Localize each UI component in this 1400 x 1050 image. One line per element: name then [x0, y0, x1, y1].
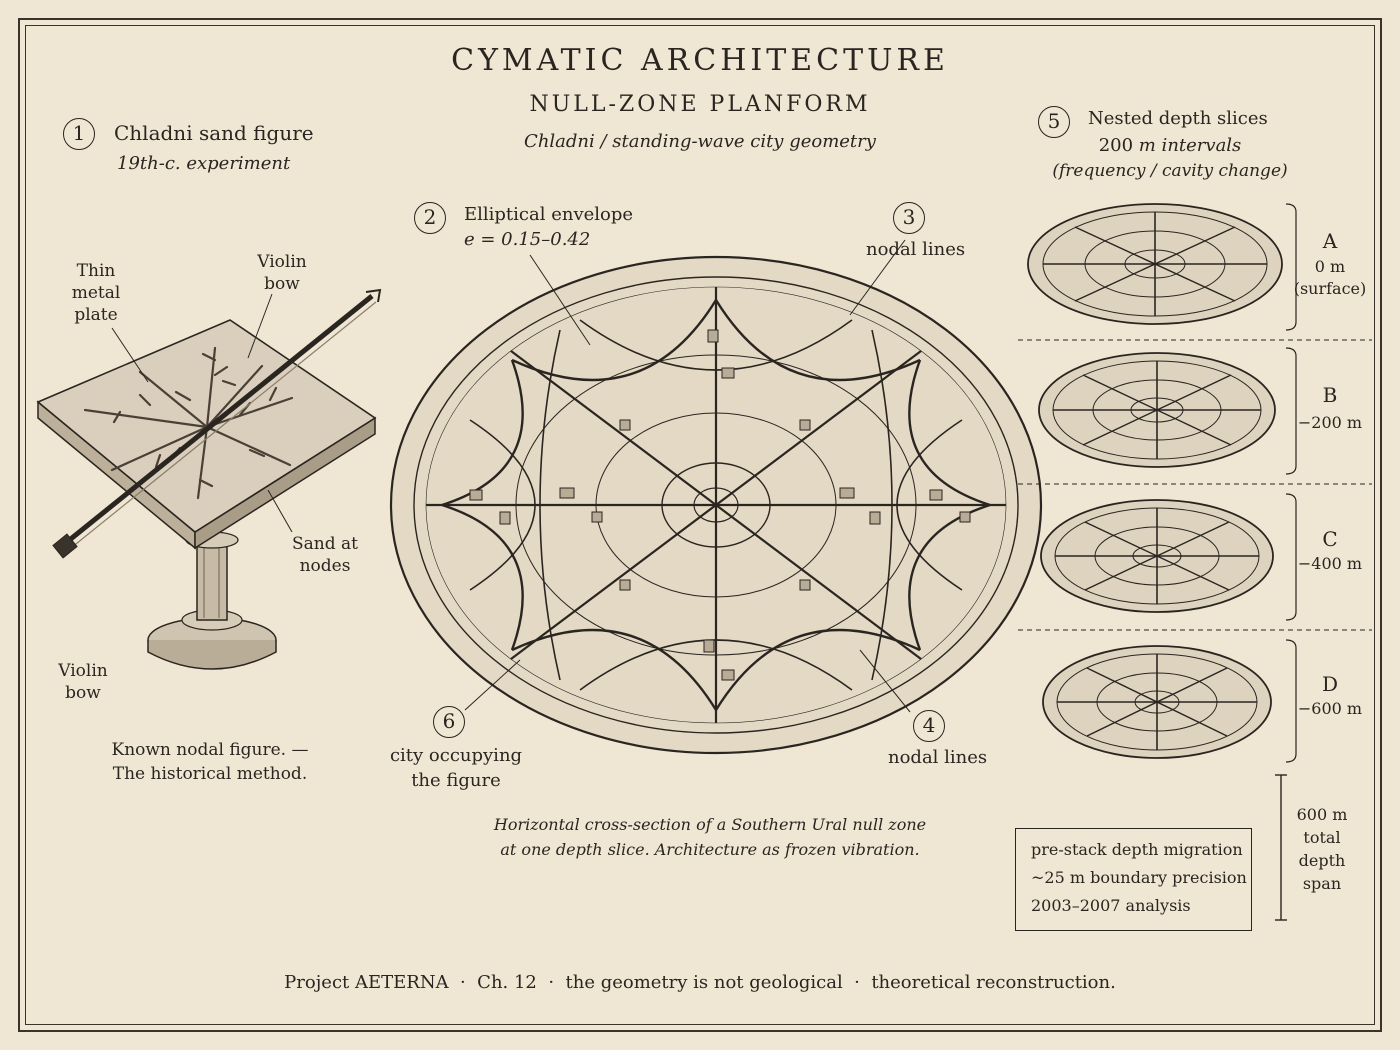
- slice-a: [1027, 203, 1283, 325]
- main-caption-2: at one depth slice. Architecture as froz…: [500, 840, 920, 859]
- page-subtitle: NULL-ZONE PLANFORM: [529, 92, 871, 117]
- method-line-2: ~25 m boundary precision: [1031, 868, 1247, 887]
- panel-5-interval: 200 m intervals: [1050, 135, 1290, 157]
- slice-c: [1040, 499, 1274, 613]
- panel-5-interval-unit: m intervals: [1138, 135, 1242, 156]
- method-line-3: 2003–2007 analysis: [1031, 896, 1191, 915]
- footer-note: Project AETERNA · Ch. 12 · the geometry …: [284, 972, 1116, 993]
- slice-d-letter: D: [1321, 672, 1339, 696]
- inner-border: [25, 25, 1375, 1025]
- depth-span-2: total: [1303, 828, 1341, 847]
- slice-a-depth: 0 m: [1314, 257, 1346, 276]
- label-sand-1: Sand at: [292, 534, 358, 554]
- callout-number-1: 1: [63, 118, 95, 150]
- callout-number-3: 3: [893, 202, 925, 234]
- depth-slices: [1018, 203, 1372, 921]
- label-plate-2: metal: [71, 283, 121, 303]
- page-tagline: Chladni / standing-wave city geometry: [524, 131, 876, 152]
- callout-4-label: nodal lines: [888, 747, 988, 768]
- nodal-lines: [441, 299, 991, 711]
- panel-1-caption-2: The historical method.: [112, 764, 308, 784]
- method-box: pre-stack depth migration ~25 m boundary…: [1015, 828, 1252, 931]
- callout-6-line-2: the figure: [411, 770, 501, 791]
- slice-b-letter: B: [1322, 383, 1338, 407]
- panel-1-title: Chladni sand figure: [114, 121, 314, 145]
- label-bow-top-2: bow: [264, 274, 300, 294]
- depth-span-bar: [1275, 774, 1287, 921]
- panel-1-caption-1: Known nodal figure. —: [111, 740, 309, 760]
- label-bow-bottom-2: bow: [65, 683, 101, 703]
- label-bow-bottom-1: Violin: [58, 661, 108, 681]
- label-sand-2: nodes: [299, 556, 351, 576]
- slice-b-depth: −200 m: [1297, 413, 1363, 432]
- callout-number-5: 5: [1038, 106, 1070, 138]
- slice-d-depth: −600 m: [1297, 699, 1363, 718]
- depth-span-4: span: [1302, 874, 1342, 893]
- violin-bow: [52, 288, 382, 559]
- slice-c-depth: −400 m: [1297, 554, 1363, 573]
- label-plate-3: plate: [74, 305, 118, 325]
- slice-b: [1038, 352, 1276, 468]
- callout-number-4: 4: [913, 710, 945, 742]
- callout-2-title: Elliptical envelope: [464, 204, 634, 225]
- callout-number-2: 2: [414, 202, 446, 234]
- label-plate-1: Thin: [76, 261, 116, 281]
- callout-2-eccentricity: e = 0.15–0.42: [464, 229, 591, 250]
- slice-d: [1042, 645, 1272, 759]
- slice-a-letter: A: [1322, 229, 1338, 253]
- panel-1-subtitle: 19th-c. experiment: [117, 153, 291, 174]
- callout-3-label: nodal lines: [866, 239, 966, 260]
- chladni-plate-illustration: [36, 288, 382, 670]
- label-bow-top-1: Violin: [257, 252, 307, 272]
- panel-5-interval-text: 200 m intervals: [1098, 135, 1242, 156]
- slice-c-letter: C: [1322, 527, 1338, 551]
- slice-a-note: (surface): [1293, 279, 1367, 298]
- callout-6-line-1: city occupying: [389, 745, 523, 766]
- null-zone-planform: [389, 239, 1043, 755]
- depth-span-1: 600 m: [1296, 805, 1348, 824]
- panel-5-note: (frequency / cavity change): [1052, 161, 1288, 181]
- main-caption-1: Horizontal cross-section of a Southern U…: [493, 815, 927, 834]
- method-line-1: pre-stack depth migration: [1031, 840, 1243, 859]
- depth-span-3: depth: [1298, 851, 1346, 870]
- panel-5-title: Nested depth slices: [1088, 108, 1268, 129]
- sand-pattern: [83, 346, 294, 500]
- outer-border: [18, 18, 1382, 1032]
- callout-number-6: 6: [433, 706, 465, 738]
- page-title: CYMATIC ARCHITECTURE: [451, 43, 949, 78]
